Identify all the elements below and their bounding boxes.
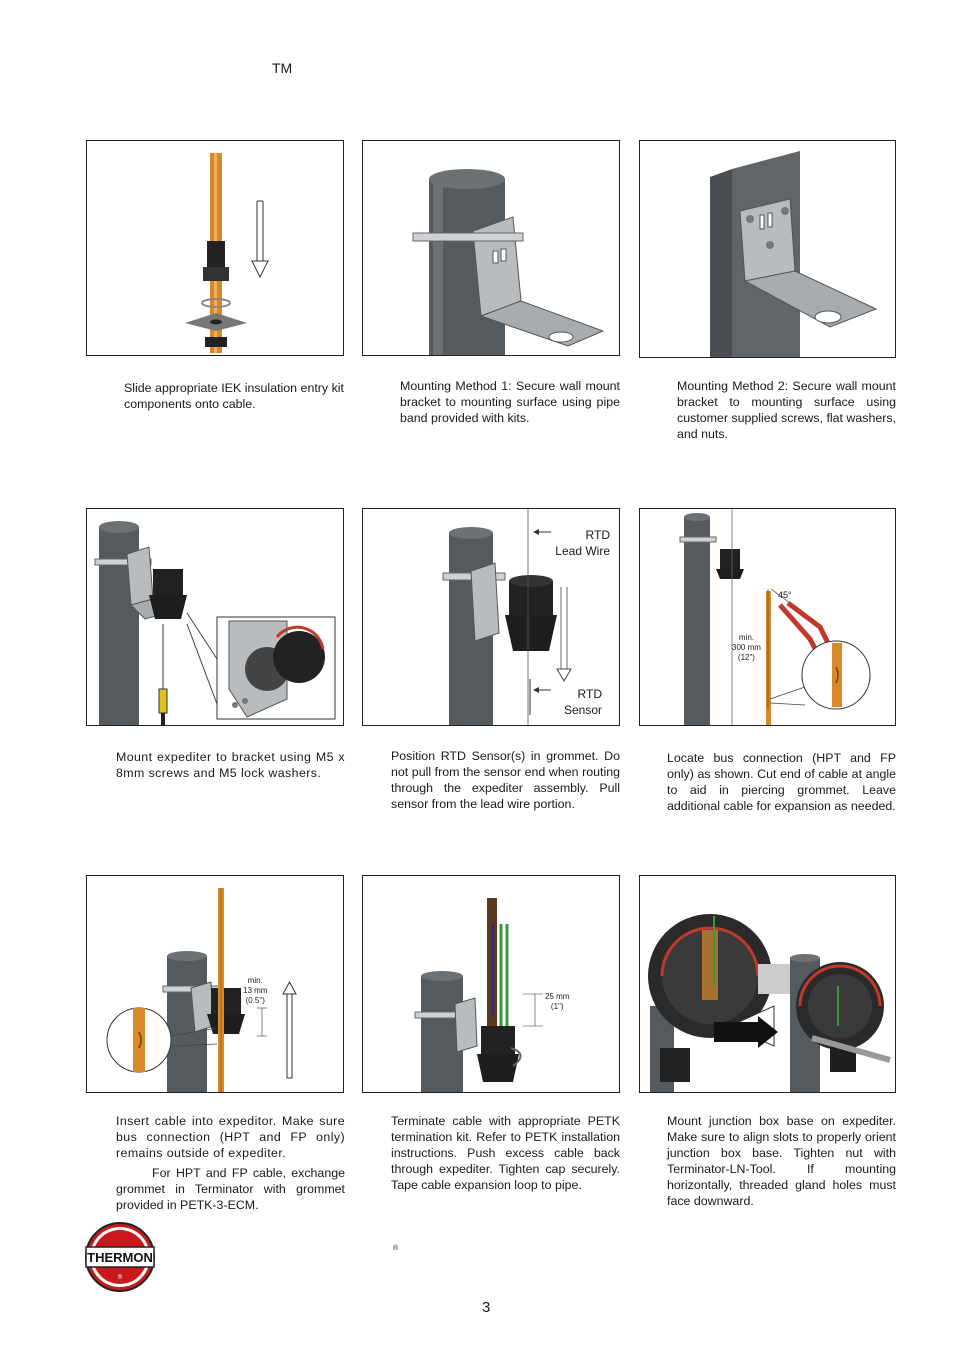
step-7-caption-note: For HPT and FP cable, exchange grommet i… [116, 1166, 345, 1212]
step-7-caption-main: Insert cable into expeditor. Make sure b… [116, 1114, 345, 1160]
page-number: 3 [482, 1299, 491, 1316]
step-3-illustration [639, 140, 896, 358]
rtd-lead-wire-label: RTD Lead Wire [555, 528, 610, 558]
step-7-caption: Insert cable into expeditor. Make sure b… [116, 1113, 345, 1213]
trademark-mark: TM [272, 60, 293, 76]
step-2-illustration [362, 140, 620, 356]
cut-angle-label: 45° [778, 590, 792, 600]
step-1-caption: Slide appropriate IEK insulation entry k… [124, 381, 344, 411]
min-insert-label: min. 13 mm (0.5") [243, 976, 268, 1005]
step-5-illustration: RTD Lead Wire RTD Sensor [362, 508, 620, 726]
logo-registered-mark: ® [118, 1274, 123, 1281]
step-7-illustration: min. 13 mm (0.5") [86, 875, 344, 1093]
step-4-caption: Mount expediter to bracket using M5 x 8m… [116, 750, 345, 780]
step-3-caption: Mounting Method 2: Secure wall mount bra… [677, 379, 896, 441]
rtd-sensor-label: RTD Sensor [563, 687, 602, 717]
step-2-caption: Mounting Method 1: Secure wall mount bra… [400, 379, 620, 425]
step-4-illustration [86, 508, 344, 726]
registered-mark: ® [393, 1245, 399, 1252]
thermon-logo: THERMON ® [84, 1221, 156, 1293]
step-8-illustration: 25 mm (1") [362, 875, 620, 1093]
step-1-illustration [86, 140, 344, 356]
step-8-caption: Terminate cable with appropriate PETK te… [391, 1114, 620, 1192]
logo-text: THERMON [87, 1250, 153, 1265]
step-9-illustration [639, 875, 896, 1093]
step-9-caption: Mount junction box base on expediter. Ma… [667, 1114, 896, 1208]
step-6-illustration: 45° min. 300 mm (12") [639, 508, 896, 726]
min-length-label: min. 300 mm (12") [732, 633, 761, 662]
termination-length-label: 25 mm (1") [545, 992, 570, 1011]
step-5-caption: Position RTD Sensor(s) in grommet. Do no… [391, 749, 620, 811]
step-6-caption: Locate bus connection (HPT and FP only) … [667, 751, 896, 813]
